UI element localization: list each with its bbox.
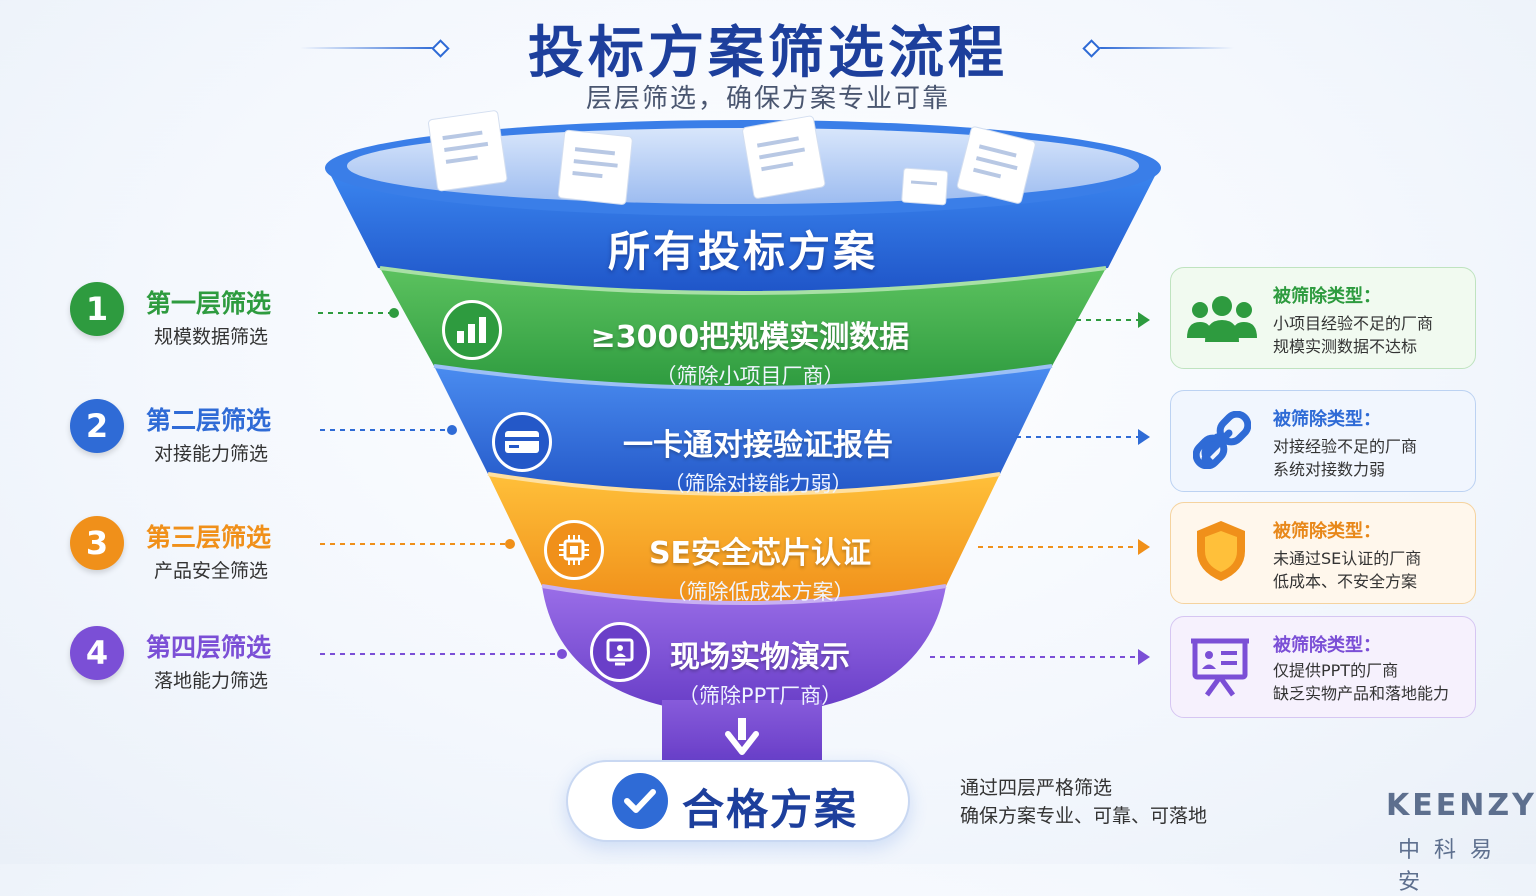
- funnel-band-4-main: 现场实物演示: [670, 640, 850, 675]
- funnel-band-green: [380, 268, 1106, 388]
- page-subtitle: 层层筛选，确保方案专业可靠: [585, 84, 950, 114]
- layer-3-desc: 产品安全筛选: [154, 560, 269, 582]
- shield-icon: [1195, 519, 1247, 587]
- brand-logo-subtext: 中科易安: [1398, 838, 1507, 895]
- funnel-band-orange: [488, 474, 1000, 603]
- chip-icon: [544, 520, 604, 580]
- excluded-card-3: 被筛除类型： 未通过SE认证的厂商 低成本、不安全方案: [1170, 502, 1476, 604]
- layer-2-number: 2: [70, 399, 124, 453]
- brand-logo-text: KEENZY: [1386, 788, 1536, 823]
- presentation-icon: [590, 622, 650, 682]
- funnel-top-label: 所有投标方案: [607, 227, 878, 276]
- excluded-card-1-title: 被筛除类型：: [1273, 286, 1381, 307]
- arrow-down-icon: [725, 718, 759, 755]
- funnel-band-1-text: ≥3000把规模实测数据 （筛除小项目厂商）: [570, 312, 930, 390]
- title-deco-line-right: [1098, 47, 1234, 49]
- excluded-card-3-line2: 低成本、不安全方案: [1273, 572, 1418, 591]
- funnel-band-3-sub: （筛除低成本方案）: [665, 580, 855, 604]
- presentation-board-icon: [1191, 635, 1249, 703]
- excluded-card-3-line1: 未通过SE认证的厂商: [1273, 549, 1422, 568]
- excluded-card-2-title: 被筛除类型：: [1273, 409, 1381, 430]
- excluded-card-2-line1: 对接经验不足的厂商: [1273, 437, 1418, 456]
- qualified-result-pill: [566, 760, 910, 842]
- layer-1-desc: 规模数据筛选: [154, 326, 269, 348]
- layer-1-title: 第一层筛选: [146, 289, 272, 318]
- qualified-result-label: 合格方案: [682, 785, 859, 834]
- excluded-card-4-line1: 仅提供PPT的厂商: [1273, 661, 1399, 680]
- funnel-band-1-main: ≥3000把规模实测数据: [590, 320, 910, 355]
- card-icon: [492, 412, 552, 472]
- bar-chart-icon: [442, 300, 502, 360]
- note-line-1: 通过四层严格筛选: [960, 777, 1113, 799]
- layer-4-number: 4: [70, 626, 124, 680]
- layer-1-number: 1: [70, 282, 124, 336]
- funnel-band-purple: [542, 586, 946, 706]
- funnel-band-3-main: SE安全芯片认证: [648, 536, 872, 571]
- funnel-band-2-main: 一卡通对接验证报告: [623, 428, 893, 463]
- funnel-graphic: [318, 110, 1161, 760]
- layer-3-number: 3: [70, 516, 124, 570]
- layer-3-title: 第三层筛选: [146, 523, 272, 552]
- excluded-card-2-line2: 系统对接数力弱: [1273, 460, 1386, 479]
- funnel-band-2-sub: （筛除对接能力弱）: [663, 472, 853, 496]
- funnel-band-4-text: 现场实物演示 （筛除PPT厂商）: [640, 632, 880, 710]
- right-connectors: [930, 319, 1140, 658]
- layer-4-title: 第四层筛选: [146, 633, 272, 662]
- funnel-band-3-text: SE安全芯片认证 （筛除低成本方案）: [610, 528, 910, 606]
- layer-2-title: 第二层筛选: [146, 406, 272, 435]
- page-title: 投标方案筛选流程: [528, 21, 1008, 86]
- link-icon: [1192, 410, 1252, 473]
- excluded-card-1: 被筛除类型： 小项目经验不足的厂商 规模实测数据不达标: [1170, 267, 1476, 369]
- title-deco-line-left: [300, 47, 436, 49]
- layer-2-desc: 对接能力筛选: [154, 443, 269, 465]
- excluded-card-3-title: 被筛除类型：: [1273, 521, 1381, 542]
- funnel-band-2-text: 一卡通对接验证报告 （筛除对接能力弱）: [588, 420, 928, 498]
- left-connector-dots: [389, 308, 567, 659]
- funnel-band-blue: [434, 366, 1052, 494]
- excluded-card-4-line2: 缺乏实物产品和落地能力: [1273, 684, 1450, 703]
- check-icon: [612, 773, 668, 829]
- excluded-card-1-line2: 规模实测数据不达标: [1273, 337, 1418, 356]
- note-line-2: 确保方案专业、可靠、可落地: [960, 805, 1208, 827]
- funnel-band-4-sub: （筛除PPT厂商）: [677, 684, 843, 708]
- right-connector-arrows: [1138, 312, 1150, 665]
- excluded-card-4-title: 被筛除类型：: [1273, 635, 1381, 656]
- excluded-card-1-line1: 小项目经验不足的厂商: [1273, 314, 1434, 333]
- excluded-card-2: 被筛除类型： 对接经验不足的厂商 系统对接数力弱: [1170, 390, 1476, 492]
- left-connectors: [318, 312, 560, 655]
- layer-4-desc: 落地能力筛选: [154, 670, 269, 692]
- funnel-band-1-sub: （筛除小项目厂商）: [655, 364, 845, 388]
- excluded-card-4: 被筛除类型： 仅提供PPT的厂商 缺乏实物产品和落地能力: [1170, 616, 1476, 718]
- document-icons: [428, 110, 1036, 206]
- users-icon: [1187, 294, 1257, 350]
